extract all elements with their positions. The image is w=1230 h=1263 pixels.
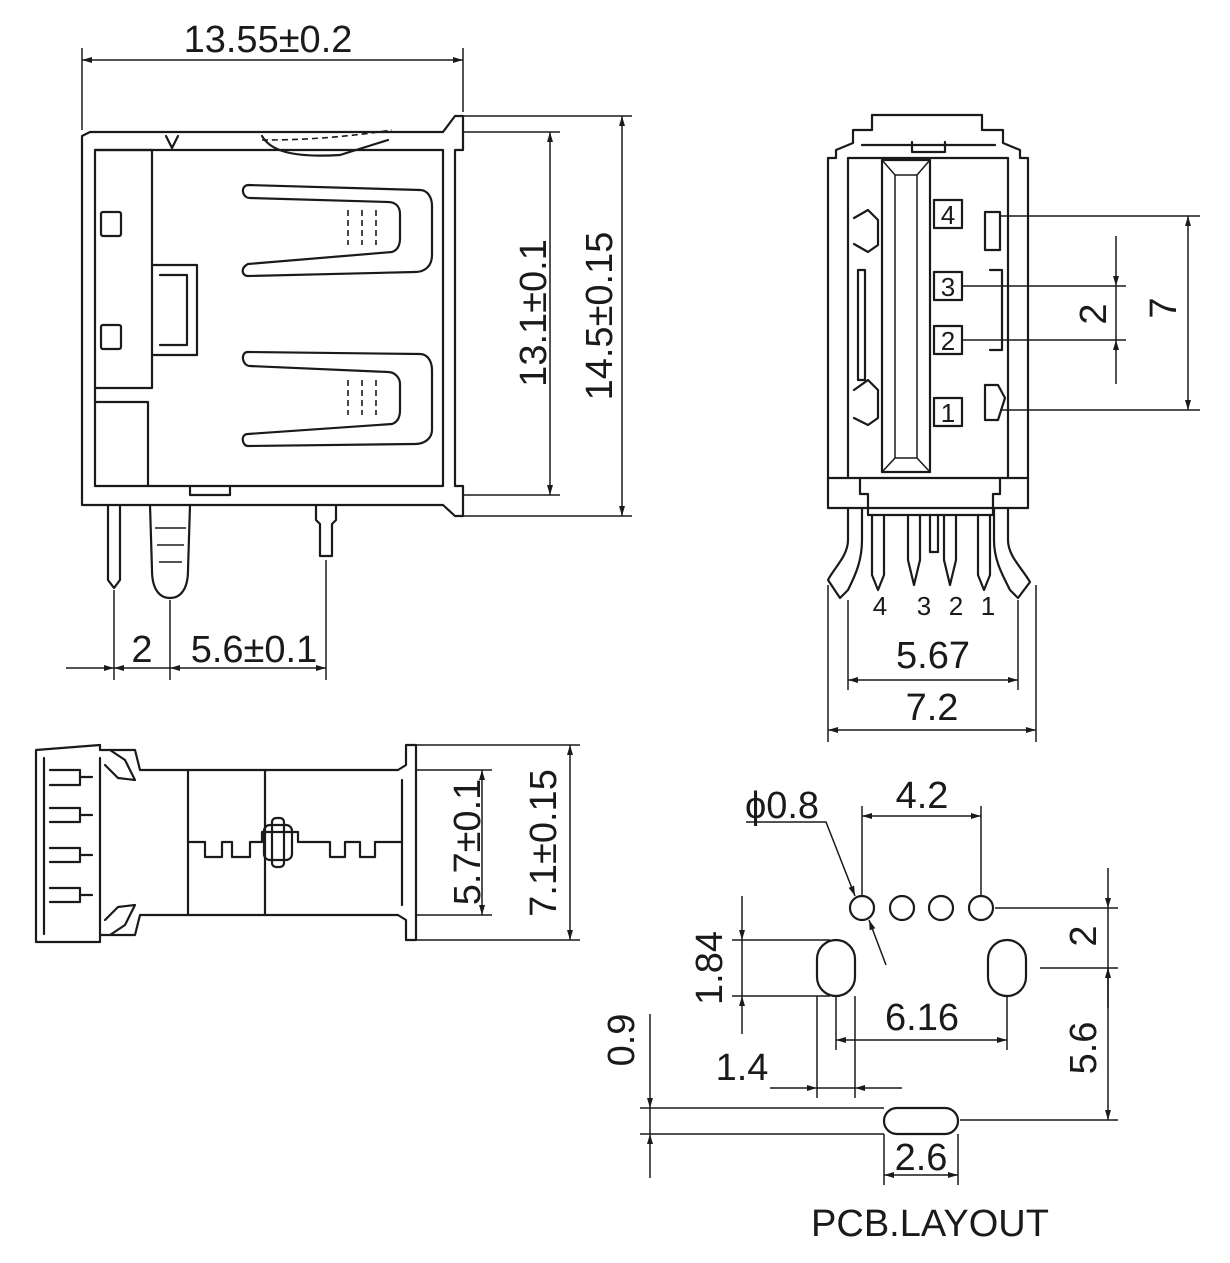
pcb-slot-left xyxy=(815,938,857,998)
pcb-slot-to-pad: 5.6 xyxy=(1063,1022,1105,1075)
side-inner-height-dim: 13.1±0.1 xyxy=(513,239,555,387)
pcb-hole-4 xyxy=(848,894,876,922)
top-view-dimensions: 5.7±0.1 7.1±0.15 xyxy=(416,744,580,941)
pcb-hole-1 xyxy=(967,894,995,922)
side-view-dimensions: 13.55±0.2 13.1±0.1 14.5±0.15 2 5.6±0.1 xyxy=(66,19,632,680)
leg-label-2: 2 xyxy=(949,591,963,621)
front-outer-width-dim: 7.2 xyxy=(906,687,959,729)
pcb-slot-right xyxy=(986,938,1028,998)
pcb-pad-width: 2.6 xyxy=(895,1137,948,1179)
pcb-slot-height: 1.84 xyxy=(689,931,731,1005)
pcb-layout-dimensions: ϕ0.8 4.2 2 5.6 1.84 6.16 xyxy=(601,775,1118,1245)
front-view-dimensions: 2 7 5.67 7.2 xyxy=(827,215,1200,742)
pcb-pad xyxy=(882,1106,960,1136)
top-view xyxy=(34,743,418,944)
pcb-pad-height: 0.9 xyxy=(601,1014,643,1067)
pcb-hole-span: 4.2 xyxy=(896,775,949,817)
pcb-hole-2 xyxy=(927,894,955,922)
pin-box-label-3: 3 xyxy=(941,272,955,302)
pcb-hole-3 xyxy=(888,894,916,922)
pcb-hole-diameter: ϕ0.8 xyxy=(745,785,819,827)
side-width-dim: 13.55±0.2 xyxy=(184,19,353,61)
top-outer-width-dim: 7.1±0.15 xyxy=(523,769,565,917)
front-pin-span-dim: 7 xyxy=(1143,297,1185,318)
pcb-layout-caption: PCB.LAYOUT xyxy=(811,1203,1049,1245)
front-pin-pitch-dim: 2 xyxy=(1073,303,1115,324)
pcb-pad-offset: 1.4 xyxy=(716,1047,769,1089)
pcb-slot-spacing: 6.16 xyxy=(885,997,959,1039)
leg-label-3: 3 xyxy=(917,591,931,621)
side-view xyxy=(80,114,465,600)
side-pin-pitch-dim: 5.6±0.1 xyxy=(191,629,318,671)
side-outer-height-dim: 14.5±0.15 xyxy=(579,232,621,401)
leg-label-1: 1 xyxy=(981,591,995,621)
pin-box-label-4: 4 xyxy=(941,200,955,230)
front-inner-width-dim: 5.67 xyxy=(896,635,970,677)
side-pin-offset-dim: 2 xyxy=(131,629,152,671)
top-inner-width-dim: 5.7±0.1 xyxy=(447,779,489,906)
front-view: 4 3 2 1 4 3 2 1 xyxy=(826,113,1032,621)
leg-label-4: 4 xyxy=(873,591,887,621)
pcb-row-offset: 2 xyxy=(1063,925,1105,946)
pin-box-label-2: 2 xyxy=(941,326,955,356)
pin-box-label-1: 1 xyxy=(941,398,955,428)
